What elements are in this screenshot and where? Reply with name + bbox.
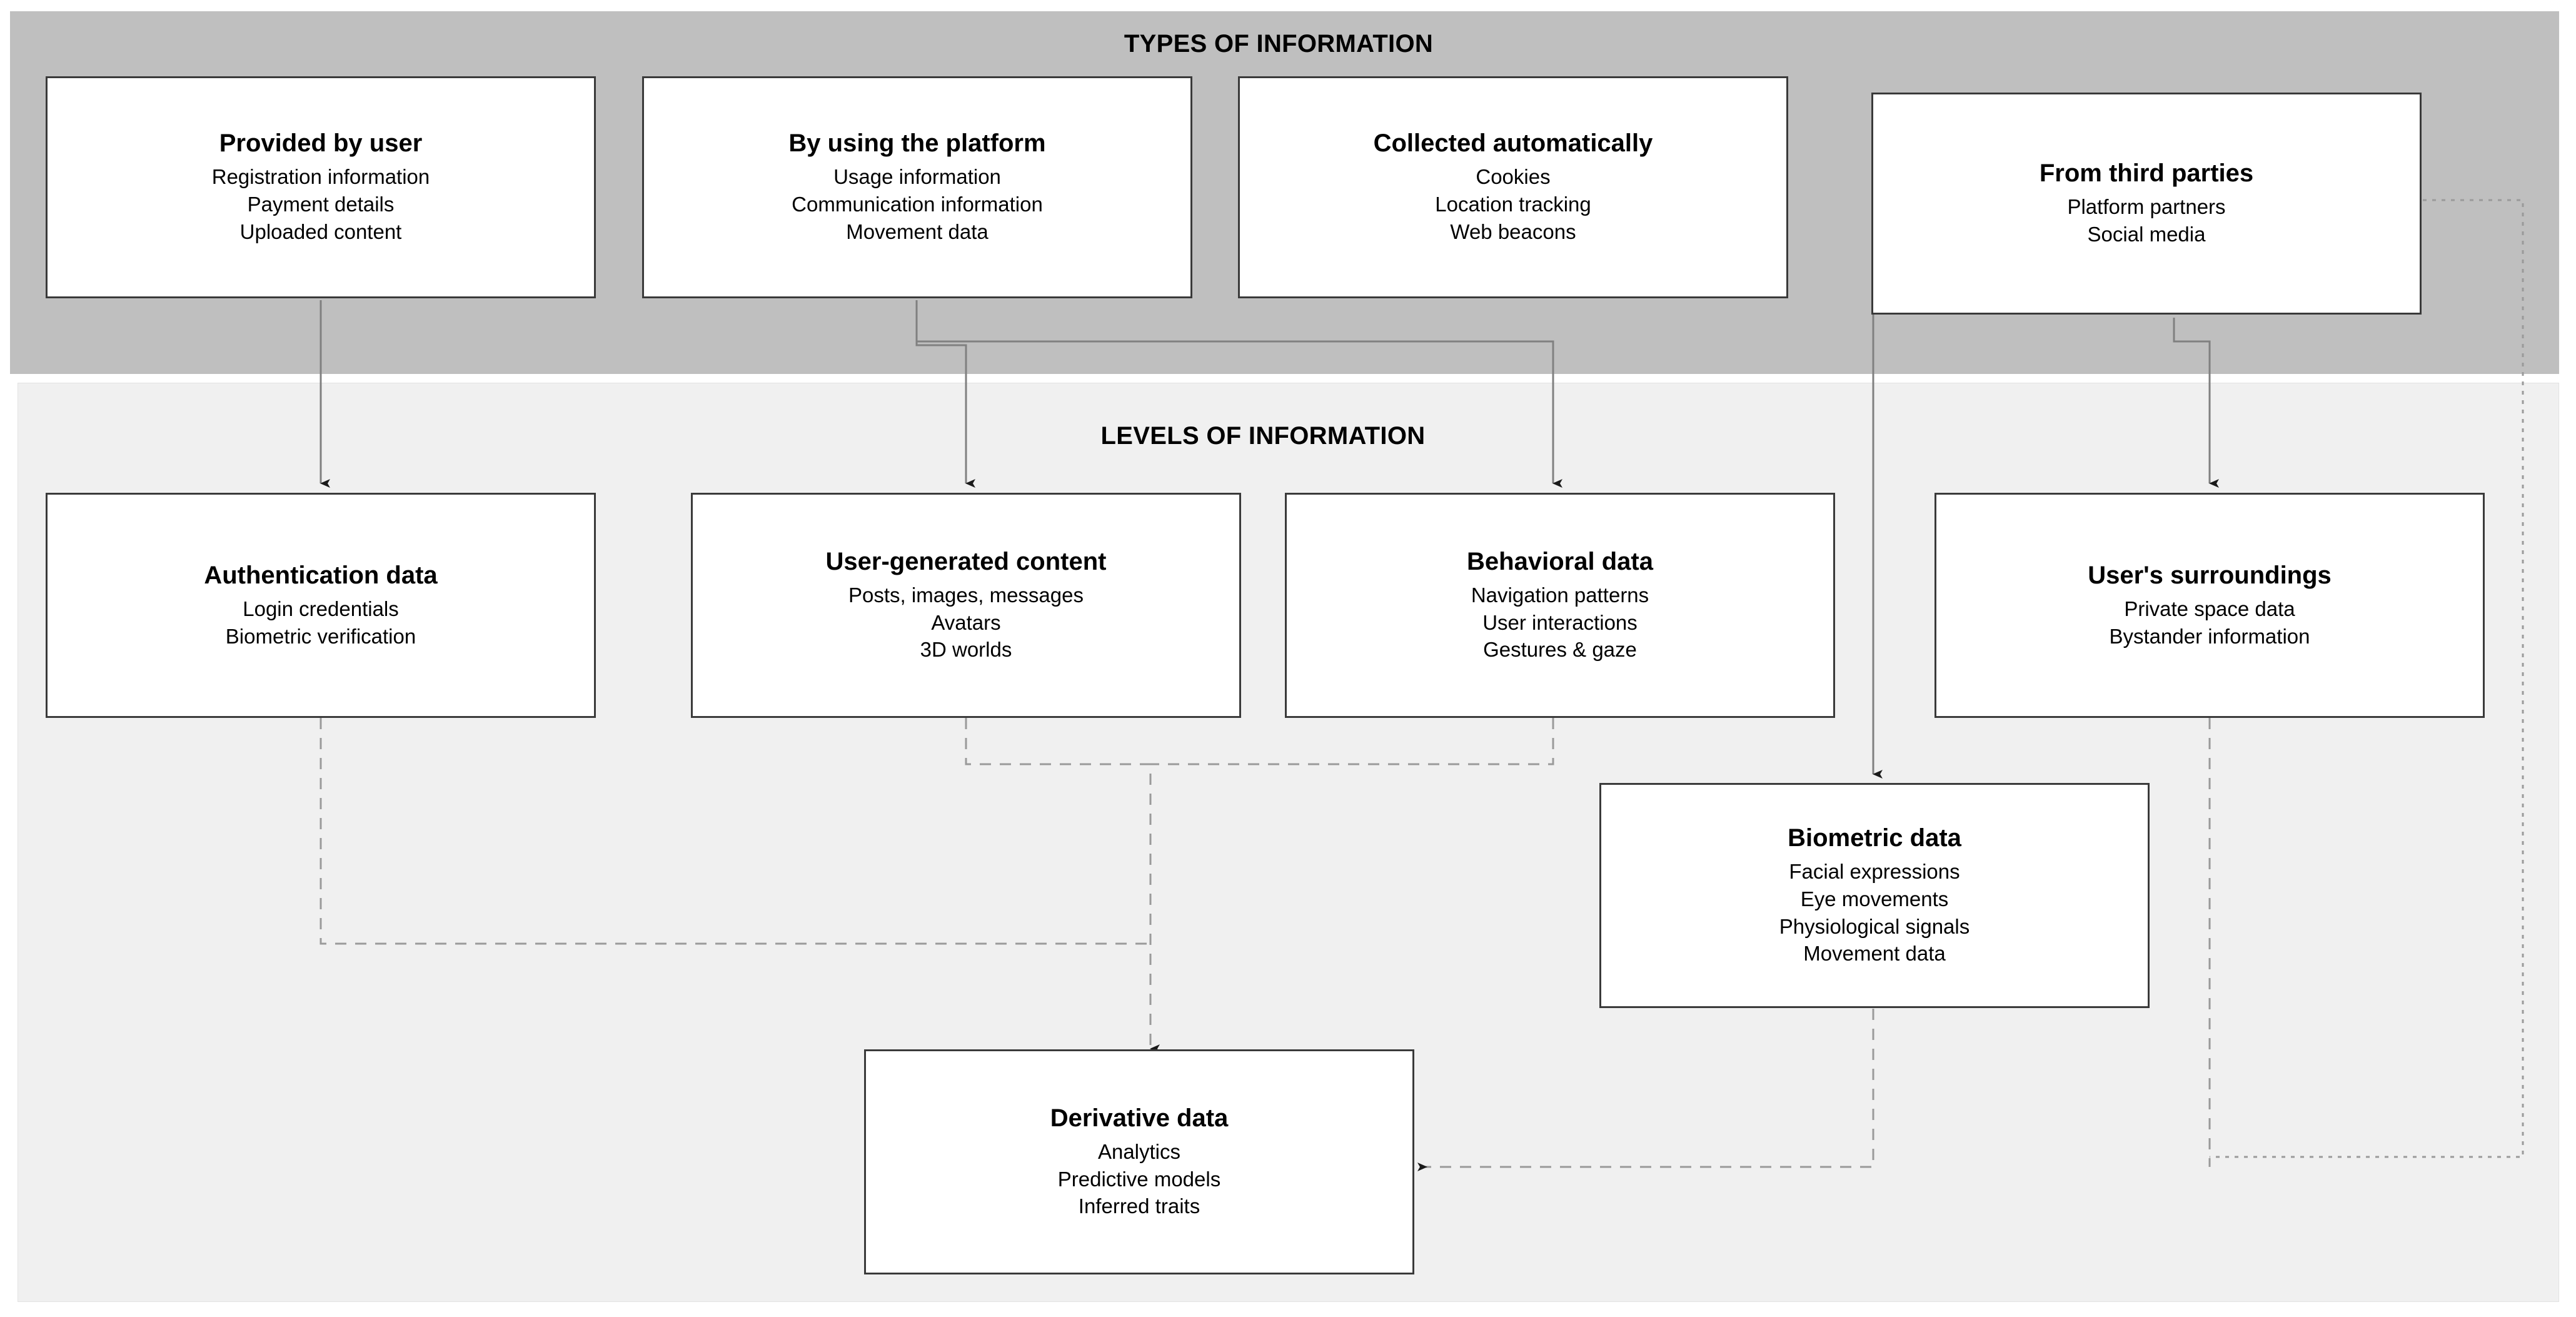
node-user-generated-content[interactable]: User-generated content Posts, images, me… bbox=[691, 493, 1241, 718]
node-collected-automatically[interactable]: Collected automatically Cookies Location… bbox=[1238, 76, 1788, 298]
node-line: Movement data bbox=[1803, 942, 1946, 966]
node-line: Bystander information bbox=[2109, 624, 2310, 648]
node-derivative-data[interactable]: Derivative data Analytics Predictive mod… bbox=[864, 1049, 1414, 1274]
node-line: Uploaded content bbox=[239, 220, 402, 243]
node-line: Login credentials bbox=[243, 597, 399, 620]
node-title: Authentication data bbox=[204, 561, 438, 589]
node-line: Payment details bbox=[247, 193, 395, 216]
node-from-third-parties[interactable]: From third parties Platform partners Soc… bbox=[1871, 93, 2422, 315]
node-title: Provided by user bbox=[219, 129, 423, 158]
node-title: User's surroundings bbox=[2088, 561, 2332, 589]
node-line: Cookies bbox=[1476, 165, 1551, 189]
node-line: Posts, images, messages bbox=[848, 583, 1084, 607]
node-title: Derivative data bbox=[1050, 1104, 1229, 1132]
node-users-surroundings[interactable]: User's surroundings Private space data B… bbox=[1935, 493, 2485, 718]
node-line: Location tracking bbox=[1435, 193, 1591, 216]
node-provided-by-user[interactable]: Provided by user Registration informatio… bbox=[46, 76, 596, 298]
levels-of-information-title: LEVELS OF INFORMATION bbox=[1100, 422, 1426, 450]
node-behavioral-data[interactable]: Behavioral data Navigation patterns User… bbox=[1285, 493, 1835, 718]
types-of-information-title: TYPES OF INFORMATION bbox=[1124, 30, 1434, 58]
node-line: Web beacons bbox=[1450, 220, 1576, 243]
node-title: From third parties bbox=[2039, 159, 2254, 188]
node-line: Physiological signals bbox=[1779, 914, 1970, 938]
node-title: Behavioral data bbox=[1467, 547, 1653, 575]
node-authentication-data[interactable]: Authentication data Login credentials Bi… bbox=[46, 493, 596, 718]
node-line: 3D worlds bbox=[920, 638, 1012, 662]
node-line: Inferred traits bbox=[1078, 1194, 1200, 1218]
node-line: Facial expressions bbox=[1789, 859, 1960, 883]
node-biometric-data[interactable]: Biometric data Facial expressions Eye mo… bbox=[1599, 783, 2150, 1008]
node-line: Analytics bbox=[1097, 1139, 1181, 1163]
node-line: Avatars bbox=[931, 610, 1001, 634]
node-line: Usage information bbox=[833, 165, 1001, 189]
node-line: Private space data bbox=[2124, 597, 2295, 620]
node-line: Predictive models bbox=[1057, 1167, 1221, 1191]
node-by-using-the-platform[interactable]: By using the platform Usage information … bbox=[642, 76, 1192, 298]
node-line: Platform partners bbox=[2067, 195, 2226, 219]
node-title: User-generated content bbox=[825, 547, 1107, 575]
node-line: Communication information bbox=[792, 193, 1043, 216]
node-line: Registration information bbox=[211, 165, 430, 189]
node-line: User interactions bbox=[1482, 610, 1638, 634]
node-line: Social media bbox=[2087, 223, 2206, 246]
node-title: Biometric data bbox=[1788, 824, 1961, 852]
node-line: Navigation patterns bbox=[1471, 583, 1649, 607]
node-line: Biometric verification bbox=[225, 624, 416, 648]
node-title: By using the platform bbox=[788, 129, 1046, 158]
node-line: Gestures & gaze bbox=[1483, 638, 1637, 662]
node-line: Movement data bbox=[846, 220, 989, 243]
node-title: Collected automatically bbox=[1373, 129, 1653, 158]
node-line: Eye movements bbox=[1800, 887, 1949, 911]
